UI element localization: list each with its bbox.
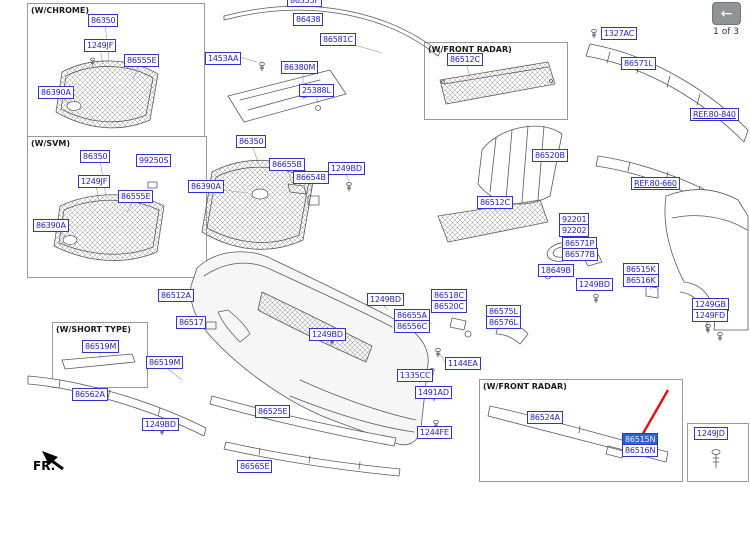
part-label-86556C[interactable]: 86556C — [394, 320, 430, 333]
part-label-86512A[interactable]: 86512A — [158, 289, 194, 302]
back-button[interactable]: ← — [712, 2, 741, 25]
hood-strip-and-cowl-drawing — [223, 5, 441, 123]
part-label-86577B[interactable]: 86577B — [562, 248, 598, 261]
group-front-radar-bottom: (W/FRONT RADAR) — [479, 379, 683, 482]
part-label-1491AD[interactable]: 1491AD — [415, 386, 452, 399]
part-label-1249BD[interactable]: 1249BD — [309, 328, 346, 341]
part-label-86516N[interactable]: 86516N — [622, 444, 659, 457]
part-label-99250S[interactable]: 99250S — [136, 154, 172, 167]
part-label-86517[interactable]: 86517 — [176, 316, 207, 329]
part-label-86355F[interactable]: 86355F — [287, 0, 322, 7]
part-label-1244FE[interactable]: 1244FE — [417, 426, 452, 439]
page-indicator: 1 of 3 — [713, 27, 739, 37]
part-label-86520B[interactable]: 86520B — [532, 149, 568, 162]
bumper-reinforcement-drawing — [585, 28, 749, 143]
part-label-1453AA[interactable]: 1453AA — [205, 52, 242, 65]
part-label-1249BD[interactable]: 1249BD — [367, 293, 404, 306]
part-label-86390A[interactable]: 86390A — [38, 86, 74, 99]
part-label-86350[interactable]: 86350 — [80, 150, 111, 163]
part-label-86520C[interactable]: 86520C — [431, 300, 467, 313]
part-label-92202[interactable]: 92202 — [559, 224, 590, 237]
fr-label: FR. — [33, 459, 56, 473]
part-label-86350[interactable]: 86350 — [236, 135, 267, 148]
part-label-1249JD[interactable]: 1249JD — [694, 427, 728, 440]
part-label-18649B[interactable]: 18649B — [538, 264, 574, 277]
part-label-86655B[interactable]: 86655B — [269, 158, 305, 171]
part-label-86562A[interactable]: 86562A — [72, 388, 108, 401]
energy-absorber-drawing — [477, 125, 563, 205]
part-label-86524A[interactable]: 86524A — [527, 411, 563, 424]
part-label-86438[interactable]: 86438 — [293, 13, 324, 26]
part-label-86555E[interactable]: 86555E — [124, 54, 160, 67]
part-label-86525E[interactable]: 86525E — [255, 405, 291, 418]
part-label-86576L[interactable]: 86576L — [486, 316, 521, 329]
part-label-86390A[interactable]: 86390A — [33, 219, 69, 232]
part-label-86519M[interactable]: 86519M — [82, 340, 120, 353]
group-label-short-type: (W/SHORT TYPE) — [56, 325, 131, 334]
part-label-86512C[interactable]: 86512C — [447, 53, 483, 66]
part-label-86516K[interactable]: 86516K — [623, 274, 659, 287]
part-label-86380M[interactable]: 86380M — [281, 61, 319, 74]
part-label-86519M[interactable]: 86519M — [146, 356, 184, 369]
part-label-1249BD[interactable]: 1249BD — [576, 278, 613, 291]
part-label-1249FD[interactable]: 1249FD — [692, 309, 728, 322]
part-label-86571L[interactable]: 86571L — [621, 57, 656, 70]
part-label-REF.80-840[interactable]: REF.80-840 — [690, 108, 739, 121]
group-label-svm: (W/SVM) — [31, 139, 70, 148]
group-label-front-radar-bottom: (W/FRONT RADAR) — [483, 382, 567, 391]
part-label-1144EA[interactable]: 1144EA — [445, 357, 481, 370]
part-label-86350[interactable]: 86350 — [88, 14, 119, 27]
group-front-radar-top: (W/FRONT RADAR) — [424, 42, 568, 120]
part-label-1335CC[interactable]: 1335CC — [397, 369, 434, 382]
part-label-86512C[interactable]: 86512C — [477, 196, 513, 209]
part-label-1249BD[interactable]: 1249BD — [328, 162, 365, 175]
part-label-1249JF[interactable]: 1249JF — [78, 175, 111, 188]
part-label-86654B[interactable]: 86654B — [293, 171, 329, 184]
group-svm: (W/SVM) — [27, 136, 207, 278]
part-label-86565E[interactable]: 86565E — [237, 460, 273, 473]
group-fastener-box — [687, 423, 749, 482]
group-short-type: (W/SHORT TYPE) — [52, 322, 148, 388]
part-label-1327AC[interactable]: 1327AC — [601, 27, 638, 40]
part-label-86581C[interactable]: 86581C — [320, 33, 356, 46]
part-label-86390A[interactable]: 86390A — [188, 180, 224, 193]
part-label-REF.80-660[interactable]: REF.80-660 — [631, 177, 680, 190]
part-label-25388L[interactable]: 25388L — [299, 84, 334, 97]
group-label-chrome: (W/CHROME) — [31, 6, 90, 15]
part-label-86555E[interactable]: 86555E — [118, 190, 154, 203]
front-bumper-cover-drawing — [190, 251, 529, 446]
part-label-1249JF[interactable]: 1249JF — [84, 39, 117, 52]
part-label-1249BD[interactable]: 1249BD — [142, 418, 179, 431]
